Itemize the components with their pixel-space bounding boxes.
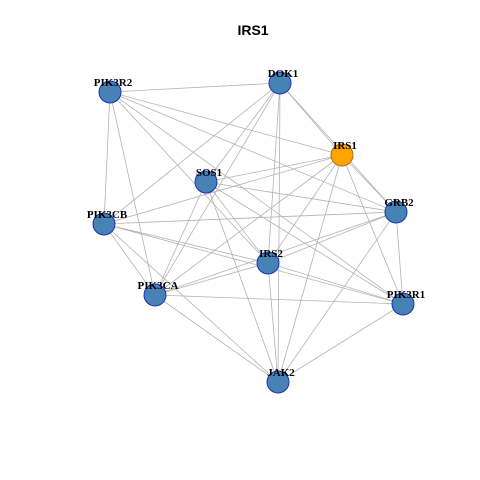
edge-irs2-jak2 — [267, 262, 279, 383]
edge-pik3r2-pik3ca — [109, 91, 156, 296]
node-sos1 — [194, 170, 218, 194]
edge-grb2-pik3r1 — [395, 211, 404, 305]
edge-dok1-pik3cb — [103, 82, 281, 225]
edge-pik3r2-pik3cb — [103, 91, 111, 225]
edge-dok1-sos1 — [205, 82, 281, 183]
edge-pik3r2-grb2 — [109, 91, 397, 213]
node-label-irs1: IRS1 — [333, 140, 357, 152]
edge-sos1-pik3r1 — [205, 181, 404, 305]
node-pik3r2 — [98, 80, 122, 104]
edge-pik3ca-jak2 — [154, 294, 279, 383]
node-label-dok1: DOK1 — [268, 68, 299, 80]
edge-dok1-jak2 — [277, 82, 281, 383]
node-irs2 — [256, 251, 280, 275]
node-label-pik3cb: PIK3CB — [87, 209, 128, 221]
node-label-pik3ca: PIK3CA — [138, 280, 179, 292]
edge-irs1-grb2 — [341, 154, 397, 213]
edge-pik3ca-pik3r1 — [154, 294, 404, 305]
node-jak2 — [266, 370, 290, 394]
edge-grb2-jak2 — [277, 211, 397, 383]
node-pik3cb — [92, 212, 116, 236]
edge-irs1-jak2 — [277, 154, 343, 383]
edges-layer — [103, 82, 404, 383]
node-label-sos1: SOS1 — [196, 167, 222, 179]
node-label-jak2: JAK2 — [267, 367, 295, 379]
edge-sos1-irs2 — [205, 181, 269, 264]
edge-pik3cb-irs2 — [103, 223, 269, 264]
edge-sos1-pik3ca — [154, 181, 207, 296]
node-dok1 — [268, 71, 292, 95]
edge-irs1-irs2 — [267, 154, 343, 264]
node-label-pik3r2: PIK3R2 — [94, 77, 133, 89]
edge-grb2-pik3cb — [103, 211, 397, 225]
edge-irs2-pik3ca — [154, 262, 269, 296]
edge-sos1-grb2 — [205, 181, 397, 213]
edge-irs1-pik3ca — [154, 154, 343, 296]
edge-irs1-pik3r1 — [341, 154, 404, 305]
node-irs1 — [330, 143, 354, 167]
edge-pik3cb-jak2 — [103, 223, 279, 383]
edge-irs1-sos1 — [205, 154, 343, 183]
edge-grb2-irs2 — [267, 211, 397, 264]
edge-pik3r2-dok1 — [109, 82, 281, 93]
edge-grb2-pik3ca — [154, 211, 397, 296]
edge-sos1-jak2 — [205, 181, 279, 383]
edge-pik3r2-irs1 — [109, 91, 343, 156]
edge-pik3r1-jak2 — [277, 303, 404, 383]
node-pik3r1 — [391, 292, 415, 316]
node-pik3ca — [143, 283, 167, 307]
edge-pik3r2-irs2 — [109, 91, 269, 264]
edge-pik3r2-pik3r1 — [109, 91, 404, 305]
edge-dok1-irs2 — [267, 82, 281, 264]
nodes-layer — [92, 71, 415, 394]
node-label-irs2: IRS2 — [259, 248, 283, 260]
node-label-pik3r1: PIK3R1 — [387, 289, 426, 301]
diagram-title: IRS1 — [237, 22, 268, 38]
node-grb2 — [384, 200, 408, 224]
node-label-grb2: GRB2 — [384, 197, 414, 209]
edge-irs1-pik3cb — [103, 154, 343, 225]
edge-pik3cb-pik3ca — [103, 223, 156, 296]
edge-pik3cb-pik3r1 — [103, 223, 404, 305]
edge-irs2-pik3r1 — [267, 262, 404, 305]
